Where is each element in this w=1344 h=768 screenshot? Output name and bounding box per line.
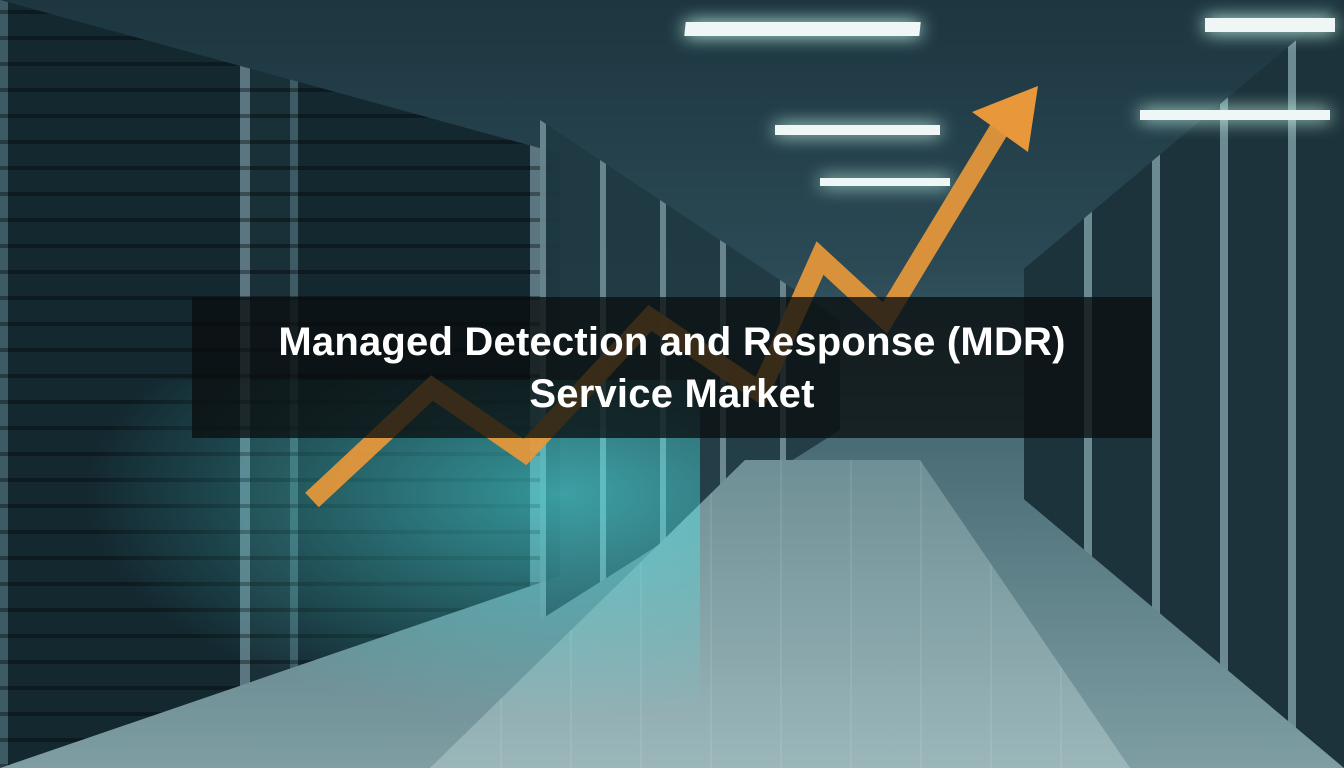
data-stream-glow (0, 380, 700, 760)
title-line-2: Service Market (529, 371, 815, 416)
ceiling-light (1205, 18, 1335, 32)
title-banner: Managed Detection and Response (MDR) Ser… (192, 297, 1152, 438)
ceiling-light (1140, 110, 1330, 120)
ceiling-light (775, 125, 940, 135)
title-line-1: Managed Detection and Response (MDR) (278, 319, 1066, 364)
ceiling-light (820, 178, 950, 186)
